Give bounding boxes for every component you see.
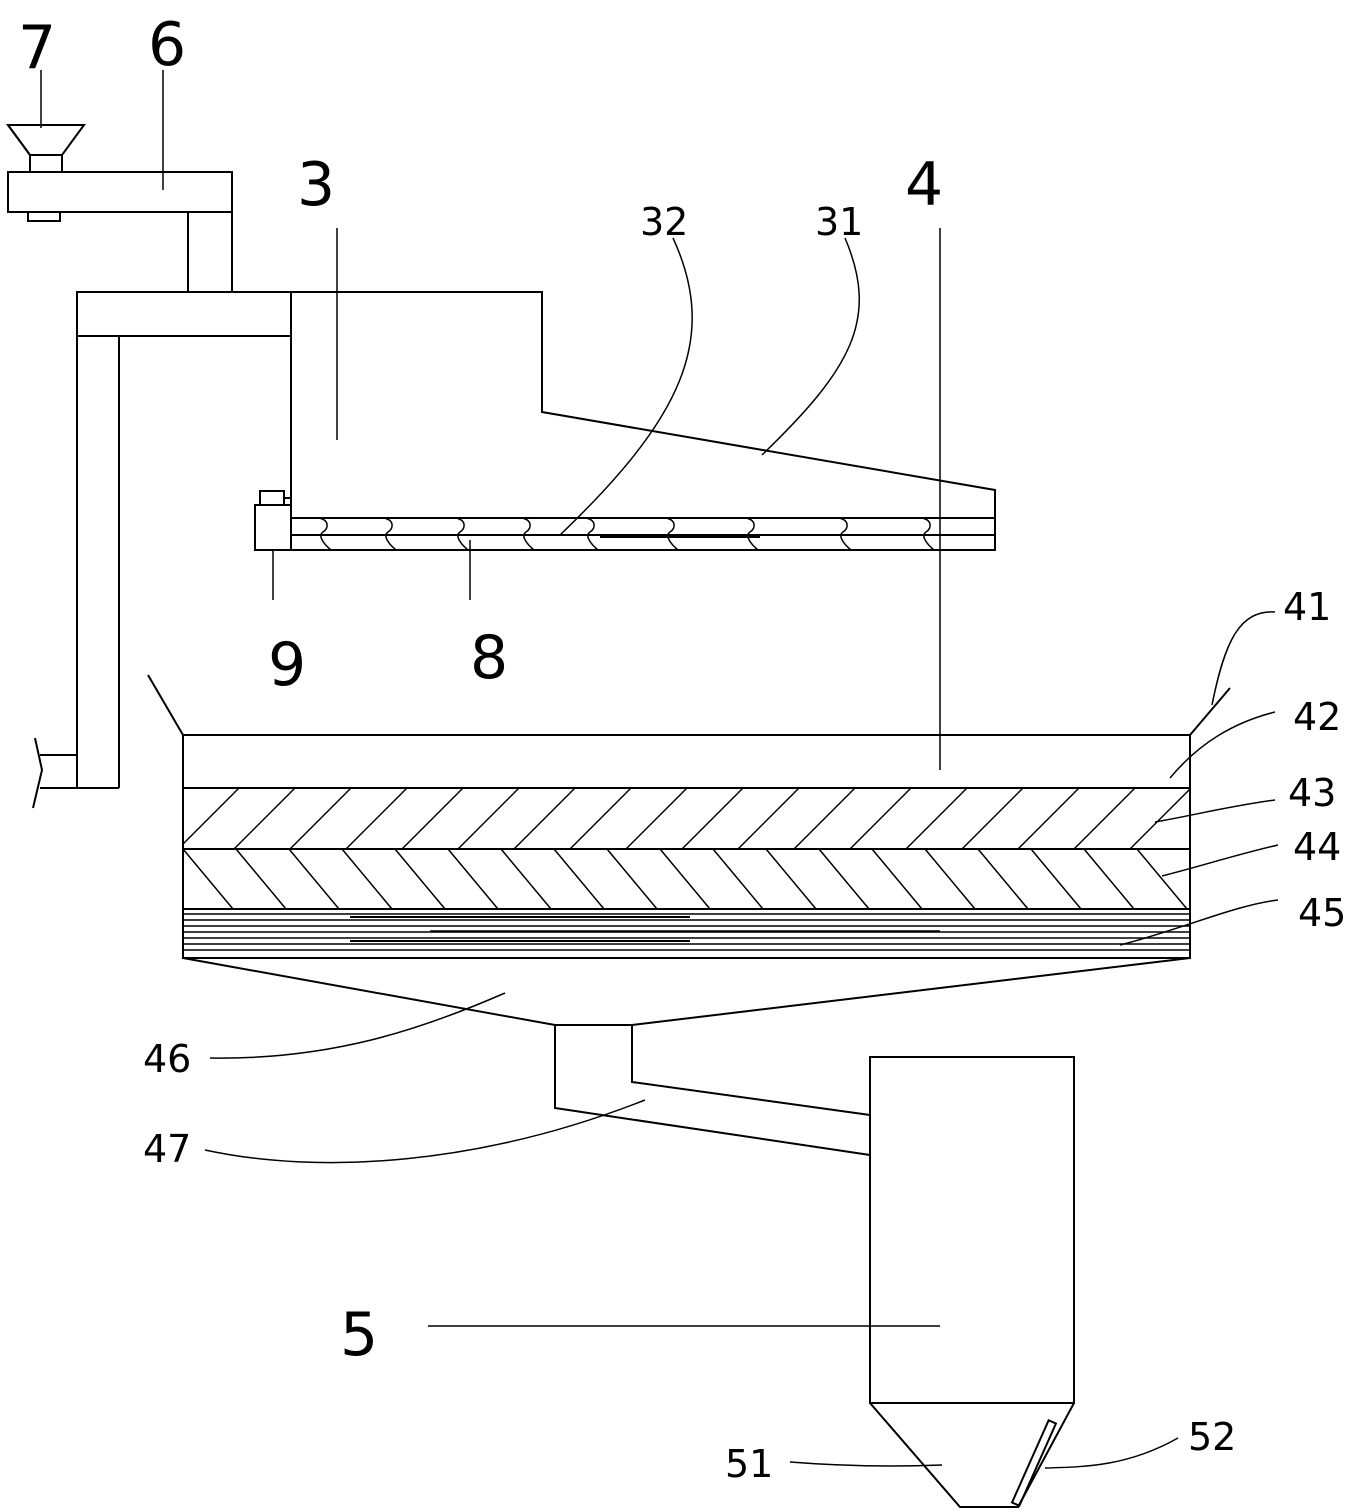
tank-4 xyxy=(147,674,1231,959)
label-31: 31 xyxy=(815,200,863,244)
label-5: 5 xyxy=(340,1300,378,1370)
label-44: 44 xyxy=(1293,825,1341,869)
valve-52 xyxy=(1010,1418,1058,1508)
screw-flights xyxy=(318,517,935,551)
label-51: 51 xyxy=(725,1442,773,1486)
label-42: 42 xyxy=(1293,695,1341,739)
label-32: 32 xyxy=(640,200,688,244)
label-46: 46 xyxy=(143,1037,191,1081)
label-47: 47 xyxy=(143,1127,191,1171)
cone-46 xyxy=(182,957,1191,1026)
label-41: 41 xyxy=(1283,585,1331,629)
leader-lines xyxy=(40,70,1279,1469)
layer-44-hatch xyxy=(182,848,1188,910)
layer-43-hatch xyxy=(182,787,1191,850)
pipe-47 xyxy=(554,1025,871,1156)
label-43: 43 xyxy=(1288,771,1336,815)
label-7: 7 xyxy=(18,13,56,83)
housing-3 xyxy=(290,291,996,551)
motor-9 xyxy=(254,490,292,551)
label-6: 6 xyxy=(148,10,186,80)
tank-5 xyxy=(869,1056,1075,1508)
layer-45-lines xyxy=(183,913,1190,951)
funnel-7 xyxy=(6,124,86,173)
label-52: 52 xyxy=(1188,1415,1236,1459)
label-8: 8 xyxy=(470,623,508,693)
frame-left xyxy=(32,291,292,809)
screw-conveyor-32 xyxy=(291,517,995,538)
label-9: 9 xyxy=(268,630,306,700)
label-3: 3 xyxy=(297,150,335,220)
label-4: 4 xyxy=(905,150,943,220)
arm-6 xyxy=(7,171,233,293)
label-45: 45 xyxy=(1298,891,1346,935)
